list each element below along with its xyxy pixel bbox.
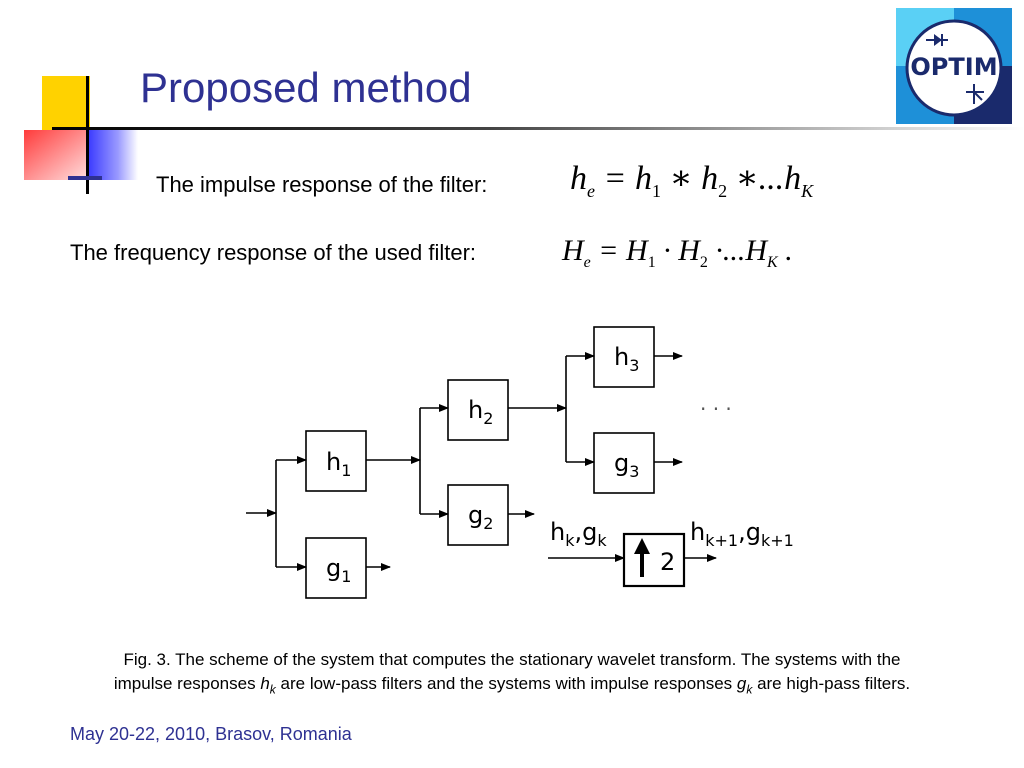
impulse-response-equation: he = h1 ∗ h2 ∗...hK [570,160,814,201]
decor-corner [0,0,160,200]
frequency-response-label: The frequency response of the used filte… [70,240,477,265]
frequency-response-equation: He = H1 · H2 ·...HK . [562,234,793,271]
label-g1: g1 [326,554,351,586]
filter-block-h2 [447,379,509,441]
label-h2: h2 [468,396,493,428]
impulse-response-label: The impulse response of the filter: [156,172,488,197]
caption-symbol-g: g [736,674,747,693]
filter-block-h1 [305,430,367,492]
upsampler-output-label: hk+1,gk+1 [690,518,794,550]
upsampler-input-label: hk,gk [550,518,607,550]
page-title: Proposed method [140,64,472,111]
logo-text: OPTIM [910,53,998,81]
decor-red-square [24,130,90,180]
label-g2: g2 [468,501,493,533]
decor-blue-underline [68,176,102,180]
filter-block-g2 [447,484,509,546]
label-h1: h1 [326,448,351,480]
filter-block-h3 [593,326,655,388]
continuation-dots: . . . [700,391,732,415]
figure-caption: Fig. 3. The scheme of the system that co… [112,648,912,701]
decor-blue-square [88,130,138,180]
decor-yellow-square [42,76,90,130]
optim-logo: OPTIM [896,8,1012,124]
filter-block-g3 [593,432,655,494]
upsampler-block [622,532,686,588]
caption-text-1: Fig. 3. The scheme of the system that co… [113,650,901,693]
caption-sub-k2: k [746,682,753,697]
caption-text-2: are low-pass filters and the systems wit… [275,674,737,693]
title-divider [52,127,1024,130]
caption-text-3: are high-pass filters. [752,674,911,693]
logo-graphic [896,8,1012,124]
caption-symbol-h: h [260,674,270,693]
label-g3: g3 [614,449,639,481]
upsampler-factor: 2 [660,548,675,576]
decor-vertical-line [86,76,89,194]
caption-sub-k: k [269,682,276,697]
filter-block-g1 [305,537,367,599]
footer-date-location: May 20-22, 2010, Brasov, Romania [70,724,352,744]
label-h3: h3 [614,343,639,375]
